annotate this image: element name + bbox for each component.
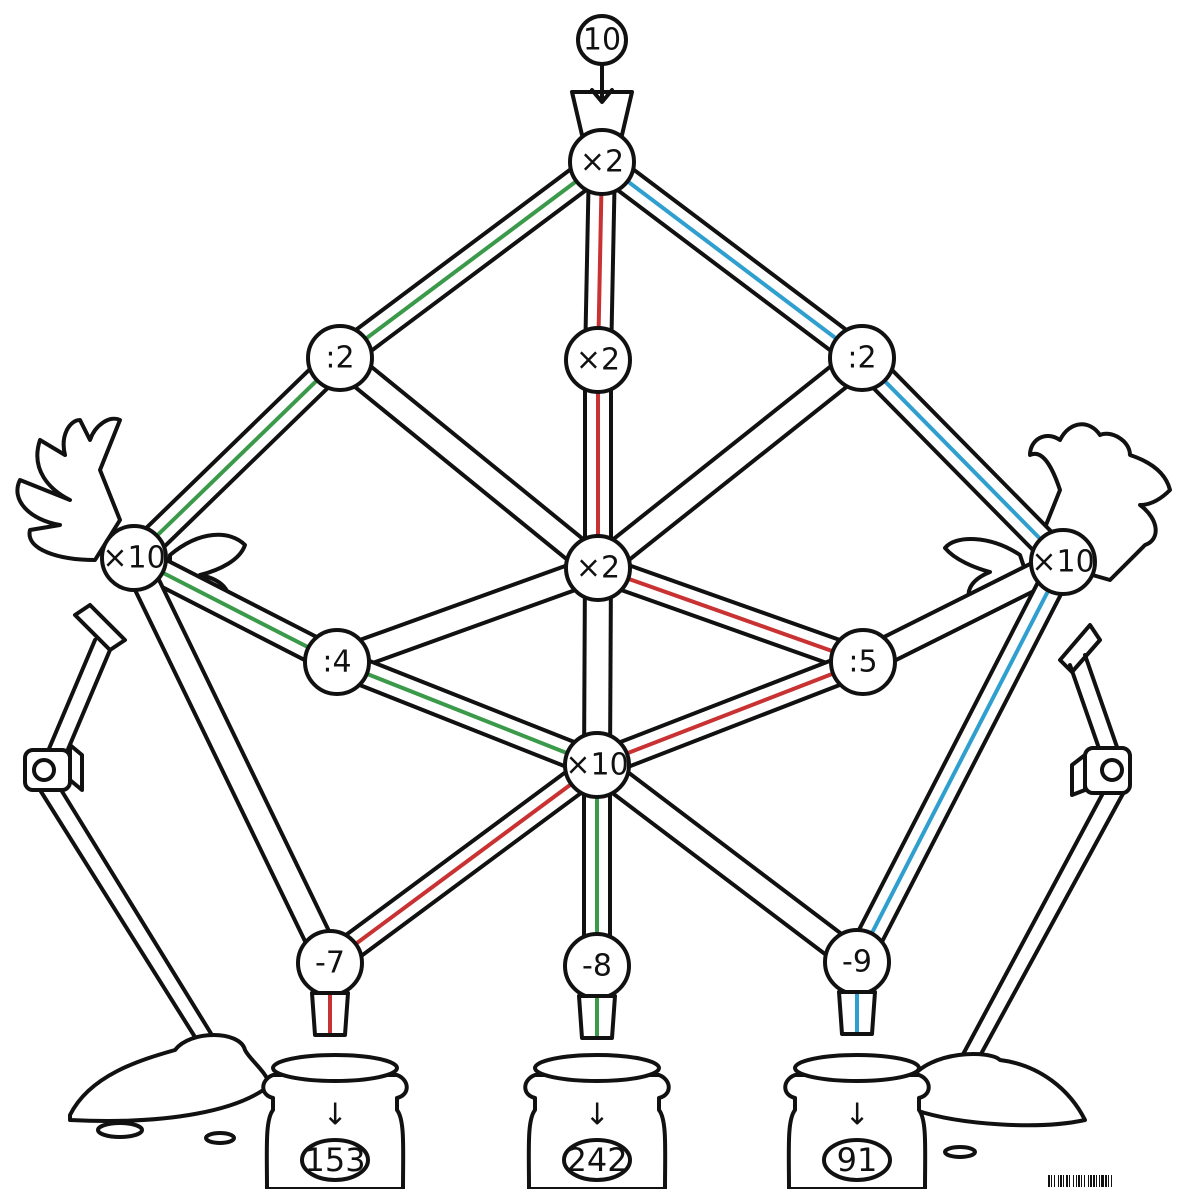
- beam-right-upper-center: [598, 358, 862, 568]
- jar-right: ↓ 91: [785, 1055, 929, 1189]
- node-center-lower: ×10: [565, 733, 629, 797]
- node-center-upper: ×2: [566, 328, 630, 392]
- spout-bottom-right: [839, 992, 875, 1034]
- node-center-label: ×2: [576, 551, 620, 586]
- right-shoe-icon: [910, 1054, 1085, 1157]
- output-spouts: [312, 992, 875, 1038]
- barcode-icon: [1048, 1175, 1112, 1187]
- node-bottom-right: -9: [825, 930, 889, 994]
- node-top-label: ×2: [580, 145, 624, 180]
- node-left-hand-label: ×10: [102, 541, 165, 576]
- jar-center-value: 242: [566, 1141, 627, 1179]
- node-bottom-center: -8: [565, 934, 629, 998]
- input-value: 10: [583, 23, 621, 58]
- jar-left: ↓ 153: [263, 1055, 407, 1189]
- spout-bottom-left: [312, 993, 348, 1035]
- beam-center-right-mid: [598, 568, 863, 662]
- beam-center-lower-bottom-left: [330, 765, 597, 963]
- beam-right-upper-right-hand: [862, 358, 1063, 562]
- node-right-mid-label: :5: [848, 645, 877, 680]
- beam-top-left-upper: [340, 162, 602, 358]
- jar-right-arrow: ↓: [844, 1098, 869, 1133]
- node-right-upper: :2: [830, 326, 894, 390]
- node-left-mid: :4: [305, 630, 369, 694]
- node-center: ×2: [566, 536, 630, 600]
- jar-right-value: 91: [837, 1141, 878, 1179]
- node-bottom-right-label: -9: [842, 945, 872, 980]
- node-left-mid-label: :4: [322, 645, 351, 680]
- left-shoe-icon: [70, 1035, 270, 1143]
- node-bottom-center-label: -8: [582, 949, 612, 984]
- node-center-upper-label: ×2: [576, 343, 620, 378]
- spout-bottom-center: [579, 996, 615, 1038]
- node-right-upper-label: :2: [847, 341, 876, 376]
- beam-center-left-mid: [337, 568, 598, 662]
- node-center-lower-label: ×10: [565, 748, 628, 783]
- beam-left-upper-left-hand: [134, 358, 340, 558]
- input-value-node: 10: [578, 16, 626, 64]
- jar-left-arrow: ↓: [322, 1098, 347, 1133]
- beam-center-lower-bottom-right: [597, 765, 857, 962]
- node-right-mid: :5: [831, 630, 895, 694]
- node-top: ×2: [570, 130, 634, 194]
- jar-left-value: 153: [304, 1141, 365, 1179]
- jar-center-arrow: ↓: [584, 1098, 609, 1133]
- jar-center: ↓ 242: [525, 1055, 669, 1189]
- node-left-hand: ×10: [102, 526, 166, 590]
- node-left-upper-label: :2: [325, 341, 354, 376]
- node-bottom-left-label: -7: [315, 946, 345, 981]
- beam-top-right-upper: [602, 162, 862, 358]
- node-bottom-left: -7: [298, 931, 362, 995]
- beam-right-mid-center-lower: [597, 662, 863, 765]
- node-right-hand: ×10: [1031, 530, 1095, 594]
- node-left-upper: :2: [308, 326, 372, 390]
- beam-left-upper-center: [340, 358, 598, 568]
- input-funnel: [572, 62, 632, 135]
- beam-left-mid-center-lower: [337, 662, 597, 765]
- node-right-hand-label: ×10: [1031, 545, 1094, 580]
